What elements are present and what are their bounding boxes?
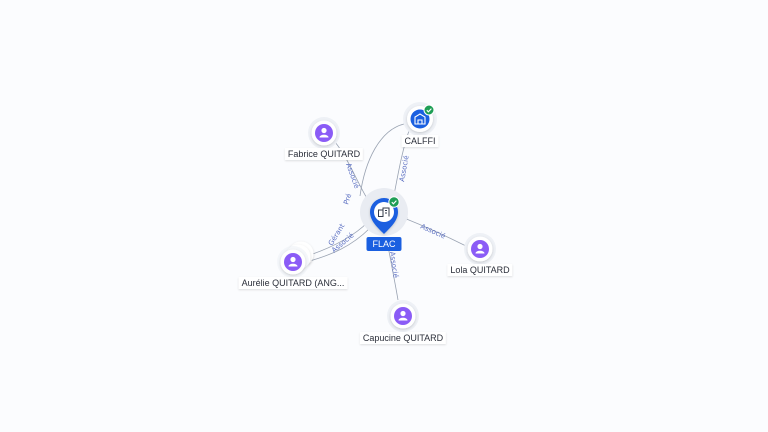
- edge-label-fabrice-2: Pré: [342, 193, 353, 206]
- node-label-fabrice[interactable]: Fabrice QUITARD: [284, 148, 364, 160]
- node-flac-center[interactable]: [360, 188, 408, 236]
- edge-label-calffi: Associé: [398, 155, 410, 182]
- edge-aurelie-flac-1[interactable]: [309, 221, 369, 256]
- person-icon: [398, 310, 408, 321]
- building-icon: [378, 207, 390, 217]
- person-icon: [475, 243, 485, 254]
- node-capucine[interactable]: [387, 300, 419, 332]
- edge-lola-flac[interactable]: [403, 217, 467, 247]
- node-fabrice[interactable]: [308, 117, 340, 149]
- node-lola[interactable]: [464, 233, 496, 265]
- edges: [305, 123, 467, 301]
- node-aurelie[interactable]: [277, 241, 314, 279]
- person-icon: [288, 256, 298, 267]
- node-calffi[interactable]: [403, 102, 437, 136]
- edge-fabrice-flac-1[interactable]: [334, 141, 369, 201]
- edge-calffi-flac[interactable]: [392, 127, 411, 196]
- edge-calffi-flac-2[interactable]: [359, 123, 405, 197]
- edge-label-lola: Associé: [419, 223, 446, 241]
- person-icon: [319, 127, 329, 138]
- verified-icon: [388, 196, 400, 208]
- building-icon: [414, 113, 426, 125]
- edge-aurelie-flac-2[interactable]: [305, 227, 371, 263]
- node-label-aurelie[interactable]: Aurélie QUITARD (ANG...: [238, 277, 348, 289]
- node-label-capucine[interactable]: Capucine QUITARD: [359, 332, 447, 344]
- edge-label-capucine: Associé: [388, 251, 400, 278]
- node-label-calffi[interactable]: CALFFI: [401, 135, 439, 147]
- node-label-lola[interactable]: Lola QUITARD: [447, 264, 513, 276]
- verified-icon: [423, 104, 435, 116]
- node-label-flac[interactable]: FLAC: [366, 237, 402, 251]
- edge-label-fabrice-1: Associé: [344, 162, 361, 190]
